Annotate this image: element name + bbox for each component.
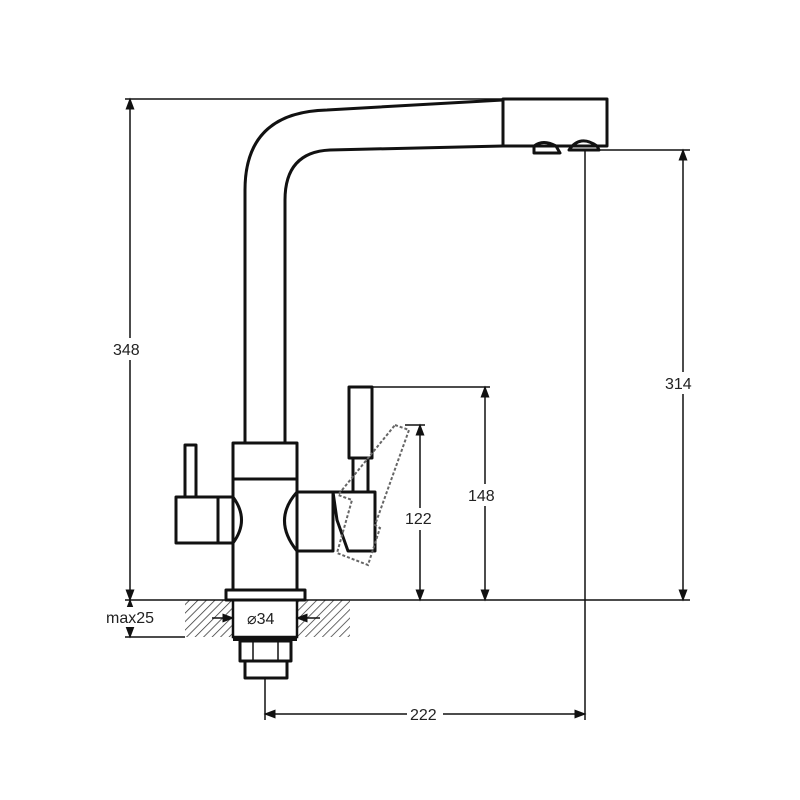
dim-spout-height: 314 [665,376,692,393]
dim-lever-height: 148 [468,488,495,505]
extension-lines [125,98,690,720]
base-plate [224,588,307,602]
filtered-outlet [532,141,562,155]
faucet-body [224,441,307,602]
left-mixer-handle [174,443,235,545]
dim-mount-hole: ⌀34 [247,611,275,628]
collar [231,441,299,481]
dim-spout-reach: 222 [410,707,437,724]
main-outlet [567,139,601,152]
dim-total-height: 348 [113,342,140,359]
dim-counter-thickness: max25 [106,610,154,627]
dim-filter-lever-height: 122 [405,511,432,528]
mounting-nut [233,637,297,680]
spout [243,97,609,443]
filter-water-handle [295,385,411,567]
lever-open-position [335,423,411,567]
